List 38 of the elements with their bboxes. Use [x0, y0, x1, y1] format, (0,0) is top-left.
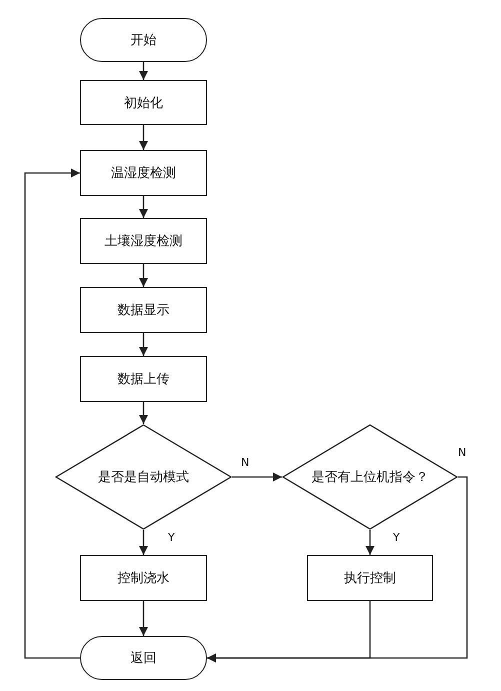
arrow [366, 530, 374, 555]
process-box [80, 555, 207, 601]
terminal-shape [80, 636, 207, 680]
decision-diamond [282, 424, 458, 530]
arrow [139, 333, 148, 356]
decision-diamond [55, 424, 232, 530]
node-label: 是否是自动模式 [98, 469, 189, 486]
node-label: 初始化 [124, 94, 163, 112]
arrow [139, 530, 148, 555]
edge-label: N [240, 456, 250, 469]
arrow [139, 125, 148, 150]
node-label: 土壤湿度检测 [104, 233, 182, 250]
node-label: 执行控制 [344, 570, 396, 587]
node-label: 数据上传 [118, 371, 170, 388]
node-label: 返回 [130, 650, 156, 667]
node-label: 开始 [130, 32, 156, 49]
edge-label: N [457, 446, 468, 459]
node-label: 数据显示 [118, 302, 170, 319]
arrow [24, 168, 80, 659]
edge-label: Y [392, 531, 401, 544]
process-box [80, 356, 207, 402]
node-label: 控制浇水 [118, 570, 170, 587]
node-label: 是否有上位机指令？ [312, 469, 428, 486]
process-box [80, 150, 207, 196]
arrow [207, 601, 371, 662]
edge-label: Y [167, 531, 176, 544]
arrow [139, 402, 148, 424]
arrow [139, 264, 148, 287]
process-box [80, 80, 207, 125]
process-box [80, 218, 207, 264]
node-label: 温湿度检测 [111, 165, 176, 182]
process-box [80, 287, 207, 333]
arrow [139, 196, 148, 218]
process-box [307, 555, 433, 601]
terminal-shape [80, 18, 207, 62]
arrow [232, 472, 282, 482]
arrow [139, 62, 148, 80]
arrow [139, 601, 148, 636]
